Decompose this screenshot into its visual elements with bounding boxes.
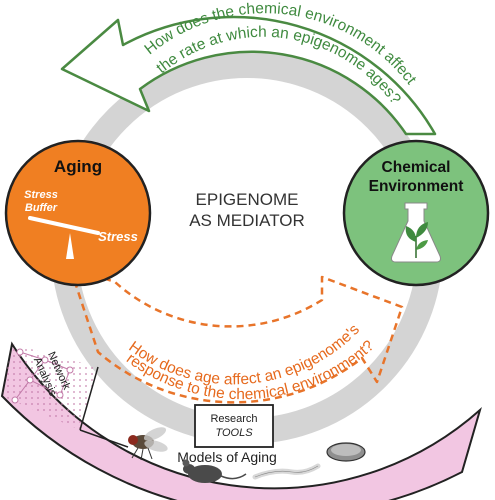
top-arrow bbox=[60, 15, 437, 136]
tools-band: Network Analysis Research TOOLS Models o… bbox=[0, 341, 482, 500]
bottom-arrow bbox=[68, 265, 404, 404]
stress-buffer-label-2: Buffer bbox=[25, 202, 58, 214]
fruit-fly-icon bbox=[128, 427, 168, 461]
center-label-line2: AS MEDIATOR bbox=[189, 211, 305, 230]
research-tools-tab bbox=[194, 404, 274, 448]
flask-icon bbox=[391, 202, 441, 263]
chemical-node: Chemical Environment bbox=[342, 139, 490, 287]
stress-buffer-label-1: Stress bbox=[24, 189, 58, 201]
models-label: Models of Aging bbox=[177, 449, 277, 465]
center-label-line1: EPIGENOME bbox=[196, 190, 299, 209]
mouse-icon bbox=[182, 459, 247, 483]
chemical-title-line1: Chemical bbox=[382, 159, 451, 176]
aging-node: Aging Stress Buffer Stress bbox=[4, 139, 152, 287]
stress-label: Stress bbox=[98, 229, 138, 244]
chemical-title-line2: Environment bbox=[369, 178, 464, 195]
aging-title: Aging bbox=[54, 157, 102, 176]
balance-beam-icon bbox=[28, 216, 100, 235]
petri-dish-icon bbox=[326, 442, 366, 462]
research-label: Research bbox=[210, 413, 257, 425]
network-graph-icon bbox=[11, 348, 74, 404]
balance-fulcrum-icon bbox=[66, 233, 74, 259]
sapling-icon bbox=[405, 222, 428, 258]
tools-label: TOOLS bbox=[215, 427, 253, 439]
